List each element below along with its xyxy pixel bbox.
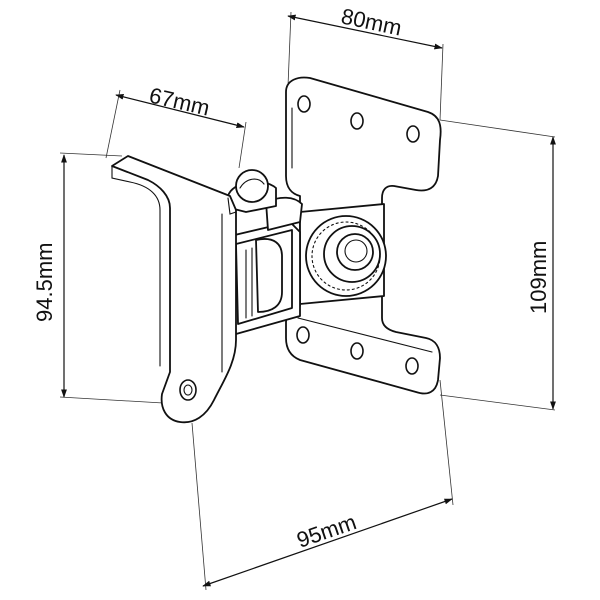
dim-label-plate-height: 109mm bbox=[526, 241, 551, 314]
plate-hole-top-mid bbox=[350, 112, 364, 130]
plate-hole-bottom-right bbox=[405, 357, 419, 375]
tilt-knob bbox=[299, 203, 387, 305]
dim-line-top-width bbox=[287, 14, 443, 50]
plate-hole-bottom-mid bbox=[350, 342, 364, 360]
plate-hole-bottom-left bbox=[296, 326, 310, 344]
arm-pivot-hole bbox=[179, 379, 197, 401]
dimension-lines bbox=[61, 14, 556, 587]
swing-arm bbox=[111, 155, 237, 424]
dim-line-arm-depth bbox=[115, 93, 245, 129]
dim-label-overall-width: 95mm bbox=[293, 509, 359, 553]
dim-label-bracket-height: 94.5mm bbox=[32, 243, 57, 322]
hinge-block bbox=[221, 169, 303, 335]
plate-hole-top-left bbox=[297, 95, 311, 113]
plate-hole-top-right bbox=[406, 125, 420, 143]
dim-label-arm-depth: 67mm bbox=[147, 83, 212, 121]
dim-label-top-width: 80mm bbox=[339, 3, 404, 40]
dim-line-overall-width bbox=[202, 498, 453, 587]
